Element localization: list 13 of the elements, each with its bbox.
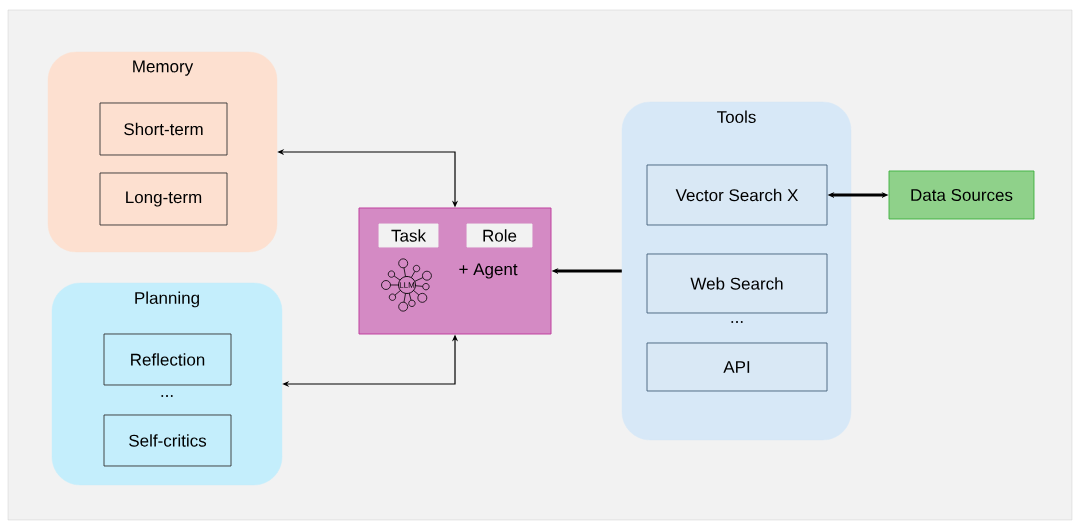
item-box: Self-critics <box>103 414 232 467</box>
item-box: Short-term <box>99 102 228 156</box>
item-box: API <box>646 342 828 392</box>
ellipsis: ... <box>161 395 173 397</box>
item-box: Vector Search X <box>646 164 828 226</box>
tag-box: Role <box>466 223 533 248</box>
item-box: Long-term <box>99 172 228 226</box>
item-box: Reflection <box>103 333 232 386</box>
tag-box: Task <box>378 223 439 248</box>
ellipsis: ... <box>731 321 743 323</box>
item-box: Web Search <box>646 253 828 314</box>
data-source-box: Data Sources <box>888 170 1035 220</box>
icon-label: LLM <box>399 282 415 288</box>
